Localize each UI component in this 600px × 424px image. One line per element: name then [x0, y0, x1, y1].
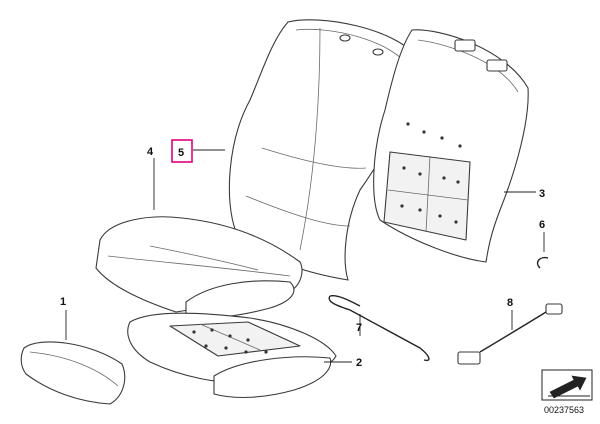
reference-number: 00237563 — [544, 405, 584, 415]
callout-7[interactable]: 7 — [356, 322, 362, 334]
seat-perforation-dots — [192, 328, 268, 354]
backrest-cover-part-5[interactable] — [228, 19, 419, 281]
reference-box: 00237563 — [541, 369, 593, 415]
front-pad-part-1[interactable] — [20, 341, 126, 405]
backrest-pad-part-3[interactable] — [373, 29, 529, 263]
callout-3[interactable]: 3 — [539, 188, 545, 200]
callout-1[interactable]: 1 — [60, 296, 66, 308]
svg-text:5: 5 — [178, 147, 184, 159]
callout-6[interactable]: 6 — [539, 219, 545, 231]
callout-4[interactable]: 4 — [147, 146, 154, 158]
seat-cover-part-4[interactable] — [95, 216, 303, 319]
svg-text:6: 6 — [539, 219, 545, 231]
svg-text:8: 8 — [507, 297, 513, 309]
wire-part-7[interactable] — [328, 294, 430, 362]
svg-text:2: 2 — [356, 357, 362, 369]
svg-text:4: 4 — [147, 146, 154, 158]
svg-text:7: 7 — [356, 322, 362, 334]
svg-text:1: 1 — [60, 296, 66, 308]
seat-pad-part-2[interactable] — [127, 312, 337, 399]
clip-part-6[interactable] — [536, 256, 549, 269]
callout-5-highlighted[interactable]: 5 — [171, 139, 193, 163]
callout-2[interactable]: 2 — [356, 357, 362, 369]
backrest-perforation-dots — [400, 122, 462, 224]
svg-text:3: 3 — [539, 188, 545, 200]
arrow-icon — [548, 375, 590, 399]
cable-harness-part-8[interactable] — [457, 303, 563, 365]
callout-8[interactable]: 8 — [507, 297, 513, 309]
leader-lines — [65, 149, 545, 363]
